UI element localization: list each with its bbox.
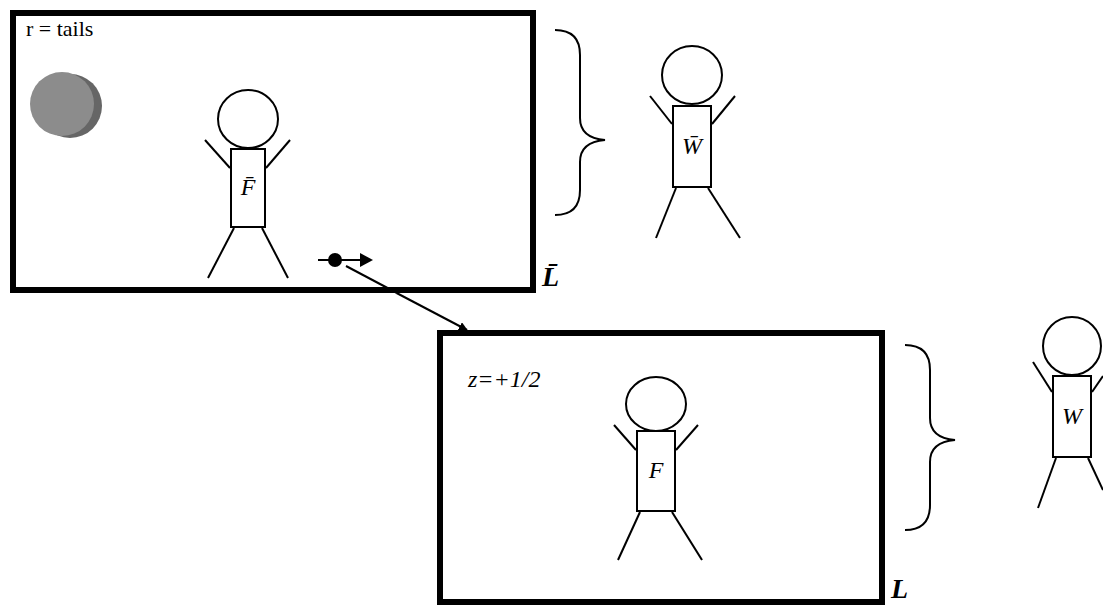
observer-body: W <box>1052 375 1092 458</box>
text-holder: L <box>891 573 908 605</box>
lab-box: z=+1/2LF <box>437 330 885 605</box>
particle-transfer-arrow <box>397 293 467 330</box>
lab-state: z=+1/2 <box>468 366 540 392</box>
spin-arrowhead <box>360 253 373 267</box>
stick-figure <box>205 90 290 278</box>
brace <box>905 345 955 530</box>
observer-body: F̄ <box>230 148 266 228</box>
brace <box>555 30 605 215</box>
observer-name: F <box>649 457 664 485</box>
stick-figure <box>1033 317 1103 508</box>
lab-box: r = tailsL̄F̄ <box>10 10 536 293</box>
coin <box>30 72 94 136</box>
particle <box>328 253 342 267</box>
lab-name: L <box>891 573 908 604</box>
observer-name: W̄ <box>682 133 702 161</box>
observer-name: W <box>1062 403 1082 431</box>
stick-figure <box>614 377 702 560</box>
lab-name: L̄ <box>542 261 559 292</box>
text-holder: r = tails <box>26 16 93 41</box>
text-holder: z=+1/2 <box>468 366 540 394</box>
observer-name: F̄ <box>241 174 256 202</box>
text-holder: L̄ <box>542 261 559 293</box>
observer-body: F <box>636 430 676 512</box>
stick-figure <box>650 46 740 238</box>
lab-state: r = tails <box>26 16 93 41</box>
observer-body: W̄ <box>672 105 712 188</box>
